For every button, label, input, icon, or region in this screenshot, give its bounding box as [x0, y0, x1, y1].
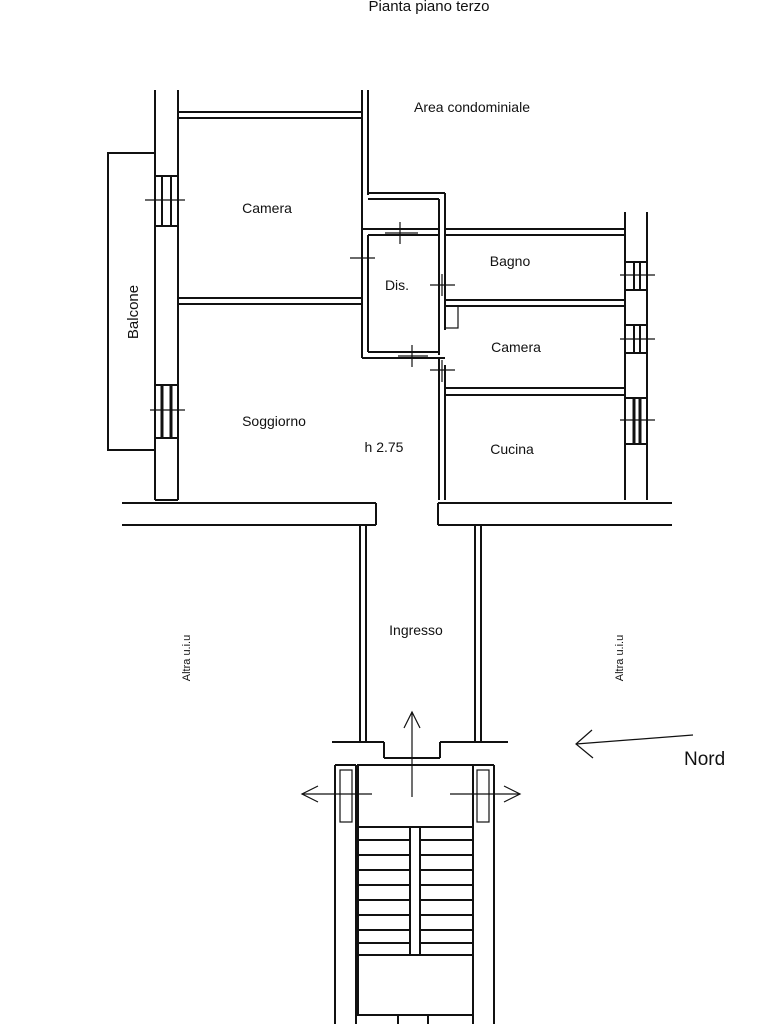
circulation-arrows-icon: [300, 710, 522, 803]
neighbor-right-label: Altra u.i.u: [614, 635, 626, 681]
ceiling-height-label: h 2.75: [365, 439, 404, 455]
bagno-label: Bagno: [490, 253, 531, 269]
door-markers: [350, 222, 455, 382]
balcone-label: Balcone: [125, 285, 142, 339]
north-label: Nord: [684, 749, 725, 770]
soggiorno-label: Soggiorno: [242, 413, 306, 429]
windows: [145, 175, 655, 445]
cucina-label: Cucina: [490, 441, 534, 457]
walls: [107, 90, 672, 742]
balcony-outline: [107, 152, 156, 451]
ingresso-label: Ingresso: [389, 622, 443, 638]
north-arrow-icon: [575, 729, 694, 759]
camera-2-label: Camera: [491, 339, 541, 355]
disimpegno-label: Dis.: [385, 277, 409, 293]
plan-title: Pianta piano terzo: [369, 0, 490, 15]
area-condominiale-label: Area condominiale: [414, 99, 530, 115]
stairwell: [332, 741, 508, 1024]
neighbor-left-label: Altra u.i.u: [181, 635, 193, 681]
camera-label: Camera: [242, 200, 292, 216]
